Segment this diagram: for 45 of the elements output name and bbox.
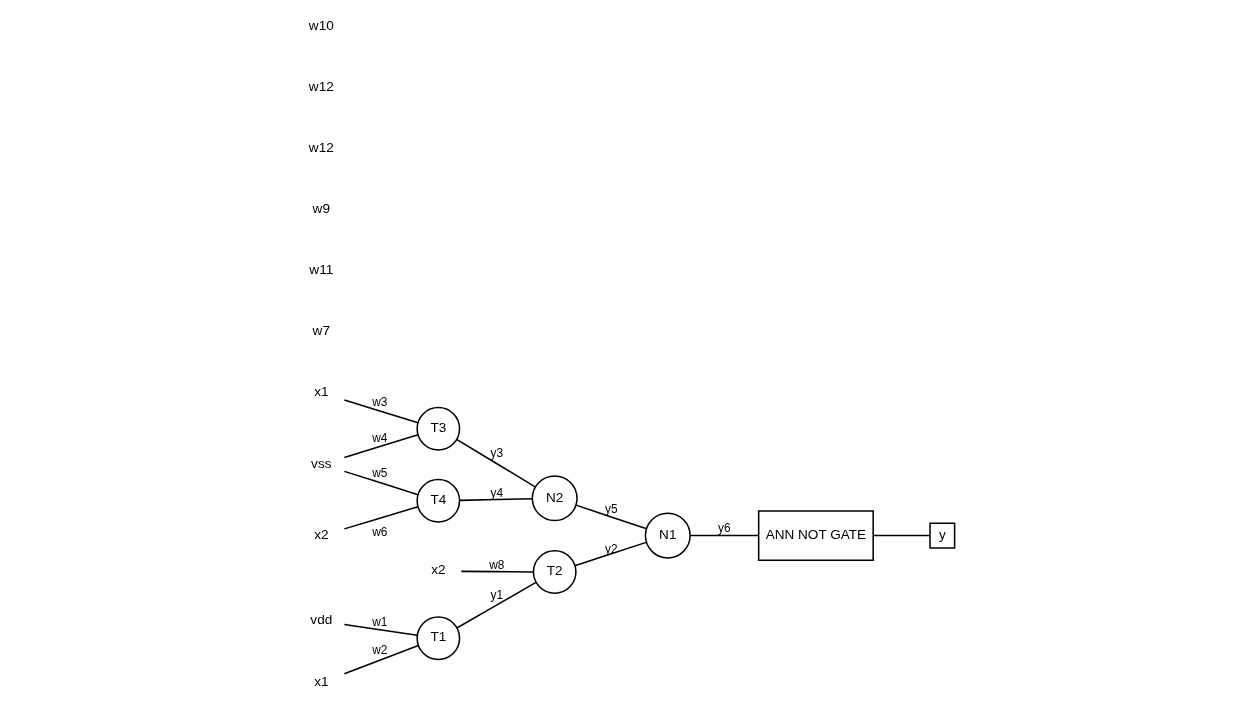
- connector: [575, 504, 648, 530]
- node-text: x1: [314, 673, 329, 689]
- label: w12: [308, 140, 334, 156]
- edge-label: w1: [372, 614, 388, 629]
- connector: [343, 399, 419, 424]
- node-box: ANN NOT GATE: [757, 510, 874, 561]
- node-circle: N1: [644, 512, 691, 559]
- node-circle: T3: [416, 406, 461, 451]
- connector: [574, 541, 647, 567]
- edge-label: w6: [372, 524, 388, 539]
- node-text: x1: [314, 384, 329, 400]
- connector: [343, 470, 419, 496]
- connector: [343, 623, 419, 636]
- node-circle: T4: [416, 478, 461, 523]
- label: w9: [312, 201, 330, 217]
- label: w10: [308, 17, 334, 33]
- node-circle: N2: [531, 475, 578, 522]
- edge-label: w5: [372, 466, 388, 481]
- node-text: vss: [311, 455, 332, 471]
- label: w12: [308, 78, 334, 94]
- connector: [456, 581, 537, 629]
- edge-label: w4: [372, 430, 388, 445]
- connector: [689, 534, 760, 537]
- edge-label: y3: [490, 445, 504, 460]
- node-text: x2: [314, 526, 329, 542]
- node-text: x2: [431, 562, 446, 578]
- label: w7: [312, 323, 330, 339]
- connector: [872, 534, 931, 537]
- edge-label: w8: [489, 557, 505, 572]
- connector: [458, 498, 533, 502]
- edge-label: y1: [490, 587, 504, 602]
- connector: [460, 570, 535, 573]
- connector: [455, 438, 536, 488]
- connector: [343, 644, 420, 675]
- edge-label: y6: [718, 521, 731, 536]
- connector: [343, 433, 419, 459]
- edge-label: y5: [604, 501, 618, 516]
- edge-label: w3: [372, 394, 388, 409]
- node-circle: T2: [532, 550, 577, 595]
- connector: [343, 505, 419, 530]
- node-box: y: [929, 522, 956, 549]
- label: w11: [309, 262, 334, 278]
- node-text: vdd: [310, 612, 333, 628]
- node-circle: T1: [416, 616, 461, 661]
- edge-label: w2: [372, 642, 388, 657]
